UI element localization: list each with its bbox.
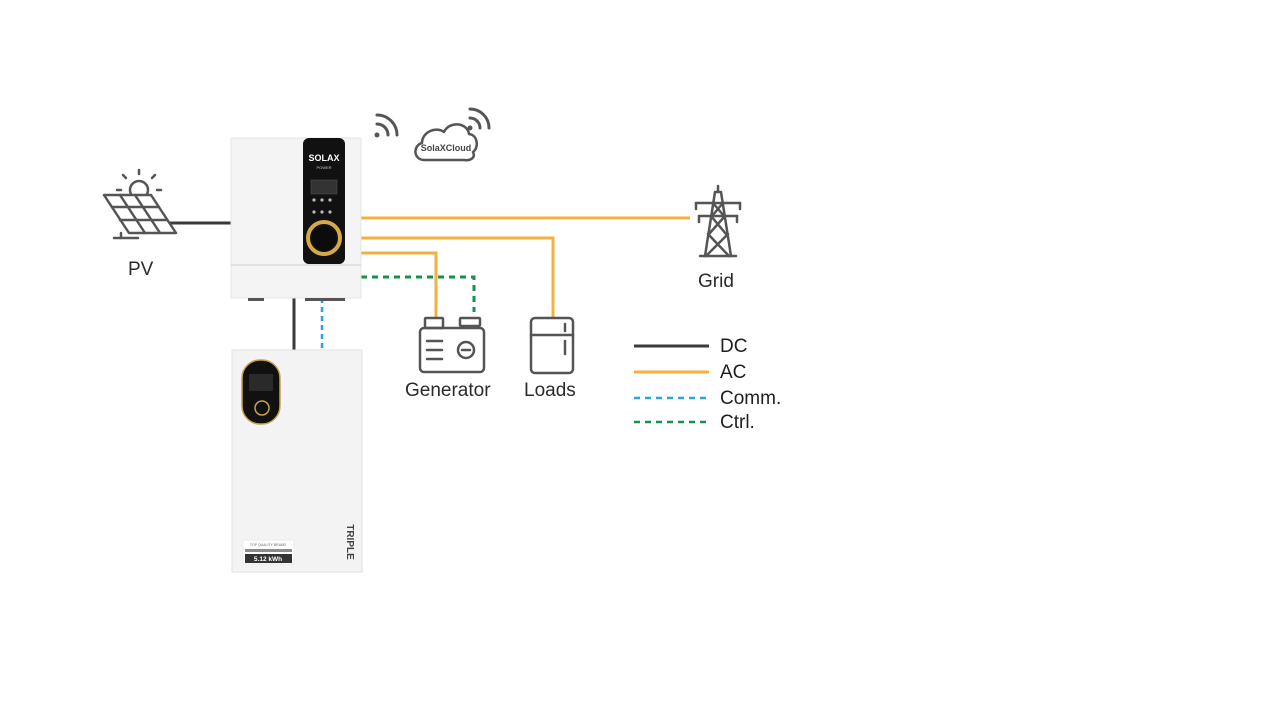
ctrl-line-generator	[361, 275, 476, 312]
legend-label-dc: DC	[720, 336, 748, 357]
inverter-brand: SOLAX	[308, 153, 339, 163]
battery-unit: TOP QUALITY BRAND 5.12 kWh TRIPLE	[231, 349, 363, 573]
cloud-wifi-icon	[467, 107, 491, 131]
grid-tower-icon	[694, 184, 742, 258]
inverter-sub: POWER	[316, 165, 331, 170]
pv-label: PV	[128, 259, 154, 280]
cloud-icon: SolaXCloud	[414, 123, 478, 162]
legend-label-comm: Comm.	[720, 388, 782, 409]
cloud-label: SolaXCloud	[421, 143, 472, 153]
legend-label-ac: AC	[720, 362, 747, 383]
ac-line-loads	[361, 236, 555, 318]
legend-label-ctrl: Ctrl.	[720, 412, 755, 433]
battery-series: TRIPLE	[344, 524, 355, 560]
inverter-ring-light	[306, 220, 342, 256]
loads-label: Loads	[524, 380, 576, 401]
battery-badge: TOP QUALITY BRAND	[250, 543, 287, 547]
solar-panel-icon	[102, 168, 178, 240]
ac-line-generator	[361, 251, 438, 318]
battery-capacity: 5.12 kWh	[254, 556, 282, 563]
inverter-screen	[310, 179, 338, 195]
inverter: SOLAX POWER	[230, 137, 362, 301]
grid-label: Grid	[698, 271, 734, 292]
wifi-icon	[374, 113, 399, 138]
generator-label: Generator	[405, 380, 491, 401]
generator-icon	[418, 316, 486, 374]
loads-fridge-icon	[529, 316, 575, 375]
